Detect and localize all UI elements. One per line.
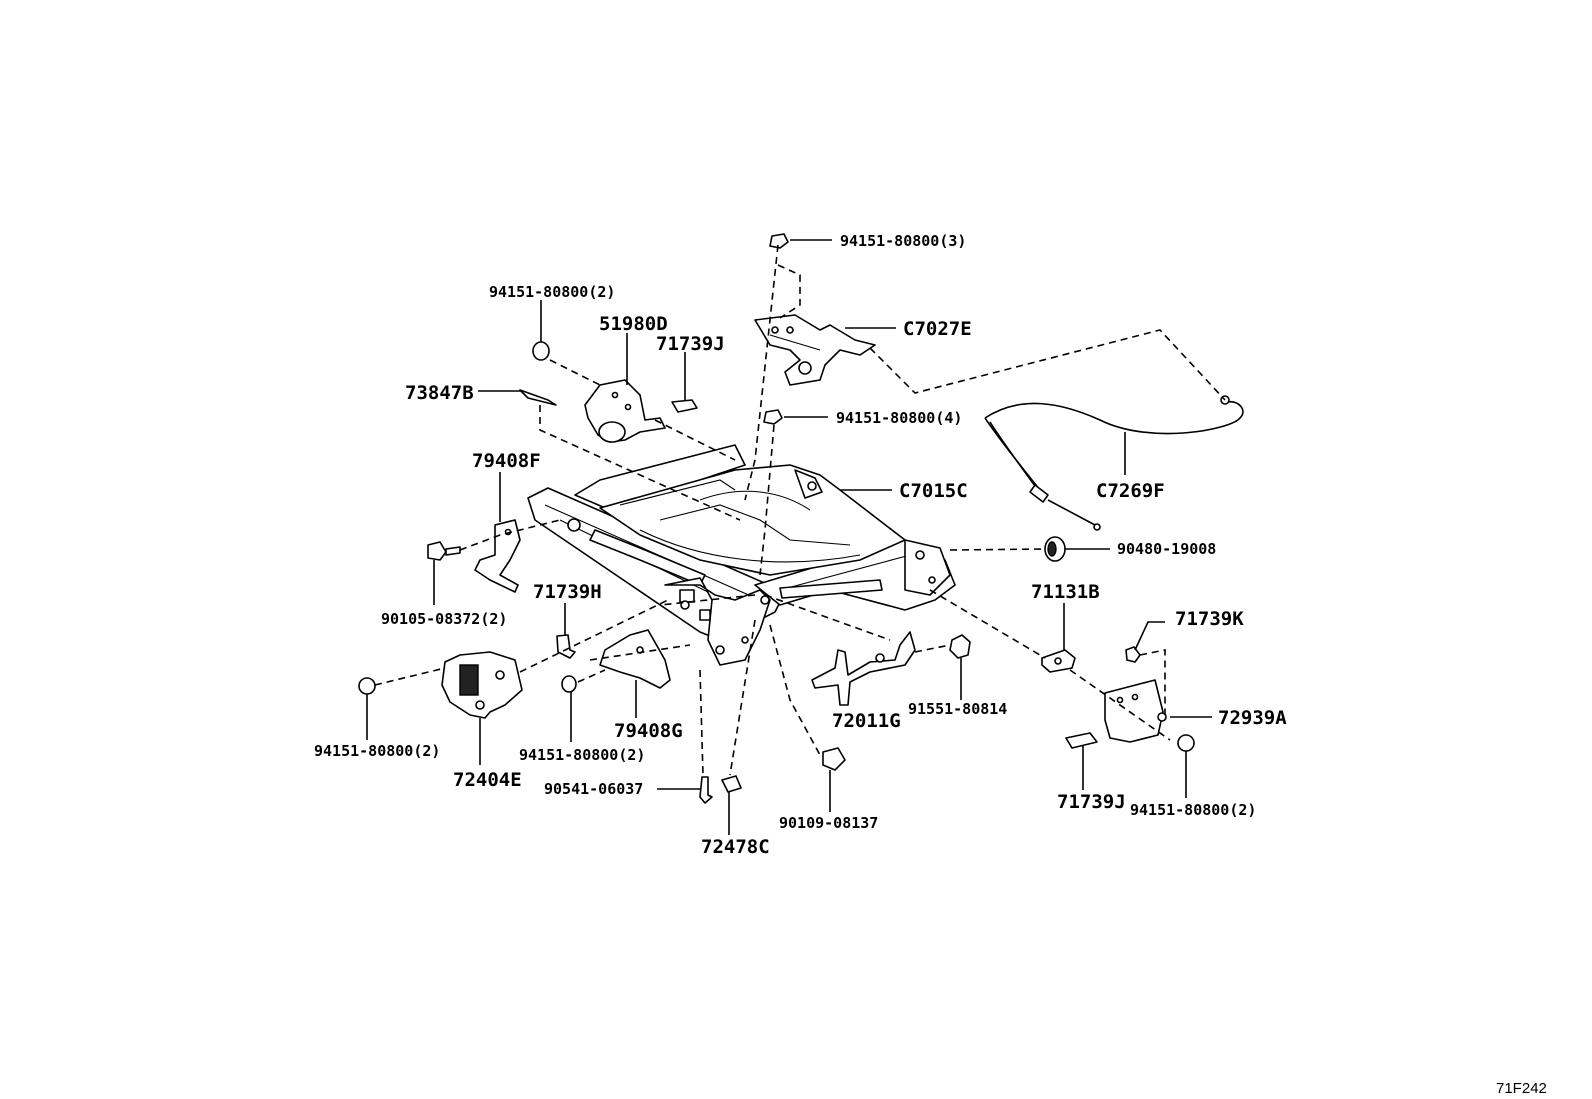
- label-94151-80800-3: 94151-80800(3): [840, 232, 966, 250]
- screw-90541-06037: [699, 776, 713, 804]
- bolt-90109-08137: [822, 747, 846, 771]
- label-94151-80800-2-mid: 94151-80800(2): [519, 746, 645, 764]
- label-c7015c: C7015C: [899, 480, 968, 502]
- leader-lines: [366, 239, 1212, 835]
- pad-71739j-bottom: [1065, 732, 1098, 749]
- label-51980d: 51980D: [599, 313, 668, 335]
- part-72478c: [721, 775, 742, 793]
- assembly-lines: [374, 244, 1226, 776]
- nut-94151-2d: [1177, 734, 1195, 752]
- strip-73847b: [519, 389, 557, 406]
- clip-71739h: [556, 634, 576, 659]
- label-94151-80800-4: 94151-80800(4): [836, 409, 962, 427]
- label-71739h: 71739H: [533, 581, 602, 603]
- label-73847b: 73847B: [405, 382, 474, 404]
- label-c7269f: C7269F: [1096, 480, 1165, 502]
- nut-94151-top: [769, 233, 789, 249]
- figure-ref-code: 71F242: [1496, 1080, 1547, 1097]
- bracket-51980d: [584, 379, 666, 443]
- label-72939a: 72939A: [1218, 707, 1287, 729]
- bracket-79408g: [599, 629, 671, 689]
- label-79408g: 79408G: [614, 720, 683, 742]
- washer-71131b: [1041, 649, 1076, 673]
- lever-72011g: [811, 631, 916, 706]
- label-71739j-bottom: 71739J: [1057, 791, 1126, 813]
- label-72404e: 72404E: [453, 769, 522, 791]
- label-90480-19008: 90480-19008: [1117, 540, 1216, 558]
- bushing-90480-19008: [1044, 536, 1066, 562]
- label-72478c: 72478C: [701, 836, 770, 858]
- label-c7027e: C7027E: [903, 318, 972, 340]
- bolt-90105-08372: [427, 541, 461, 561]
- cable-c7269f: [984, 395, 1244, 531]
- label-94151-80800-2-left: 94151-80800(2): [314, 742, 440, 760]
- label-94151-80800-2-top: 94151-80800(2): [489, 283, 615, 301]
- latch-72404e: [441, 651, 523, 719]
- bracket-c7027e: [754, 314, 876, 386]
- label-72011g: 72011G: [832, 710, 901, 732]
- label-91551-80814: 91551-80814: [908, 700, 1007, 718]
- label-94151-80800-2-right: 94151-80800(2): [1130, 801, 1256, 819]
- label-71131b: 71131B: [1031, 581, 1100, 603]
- label-71739k: 71739K: [1175, 608, 1244, 630]
- label-90541-06037: 90541-06037: [544, 780, 643, 798]
- nut-94151-2c: [561, 675, 577, 693]
- label-90109-08137: 90109-08137: [779, 814, 878, 832]
- label-71739j-top: 71739J: [656, 333, 725, 355]
- clip-71739k: [1125, 646, 1141, 663]
- nut-94151-4: [763, 409, 783, 425]
- label-79408f: 79408F: [472, 450, 541, 472]
- pad-71739j-top: [671, 399, 698, 413]
- label-90105-08372-2: 90105-08372(2): [381, 610, 507, 628]
- bolt-91551-80814: [949, 634, 971, 659]
- plate-72939a: [1104, 679, 1167, 743]
- bracket-79408f: [474, 519, 521, 593]
- nut-94151-2a: [532, 341, 550, 361]
- part-labels: 94151-80800(3) 94151-80800(2) 51980D 717…: [314, 232, 1287, 858]
- nut-94151-2b: [358, 677, 376, 695]
- seat-frame: [527, 444, 956, 666]
